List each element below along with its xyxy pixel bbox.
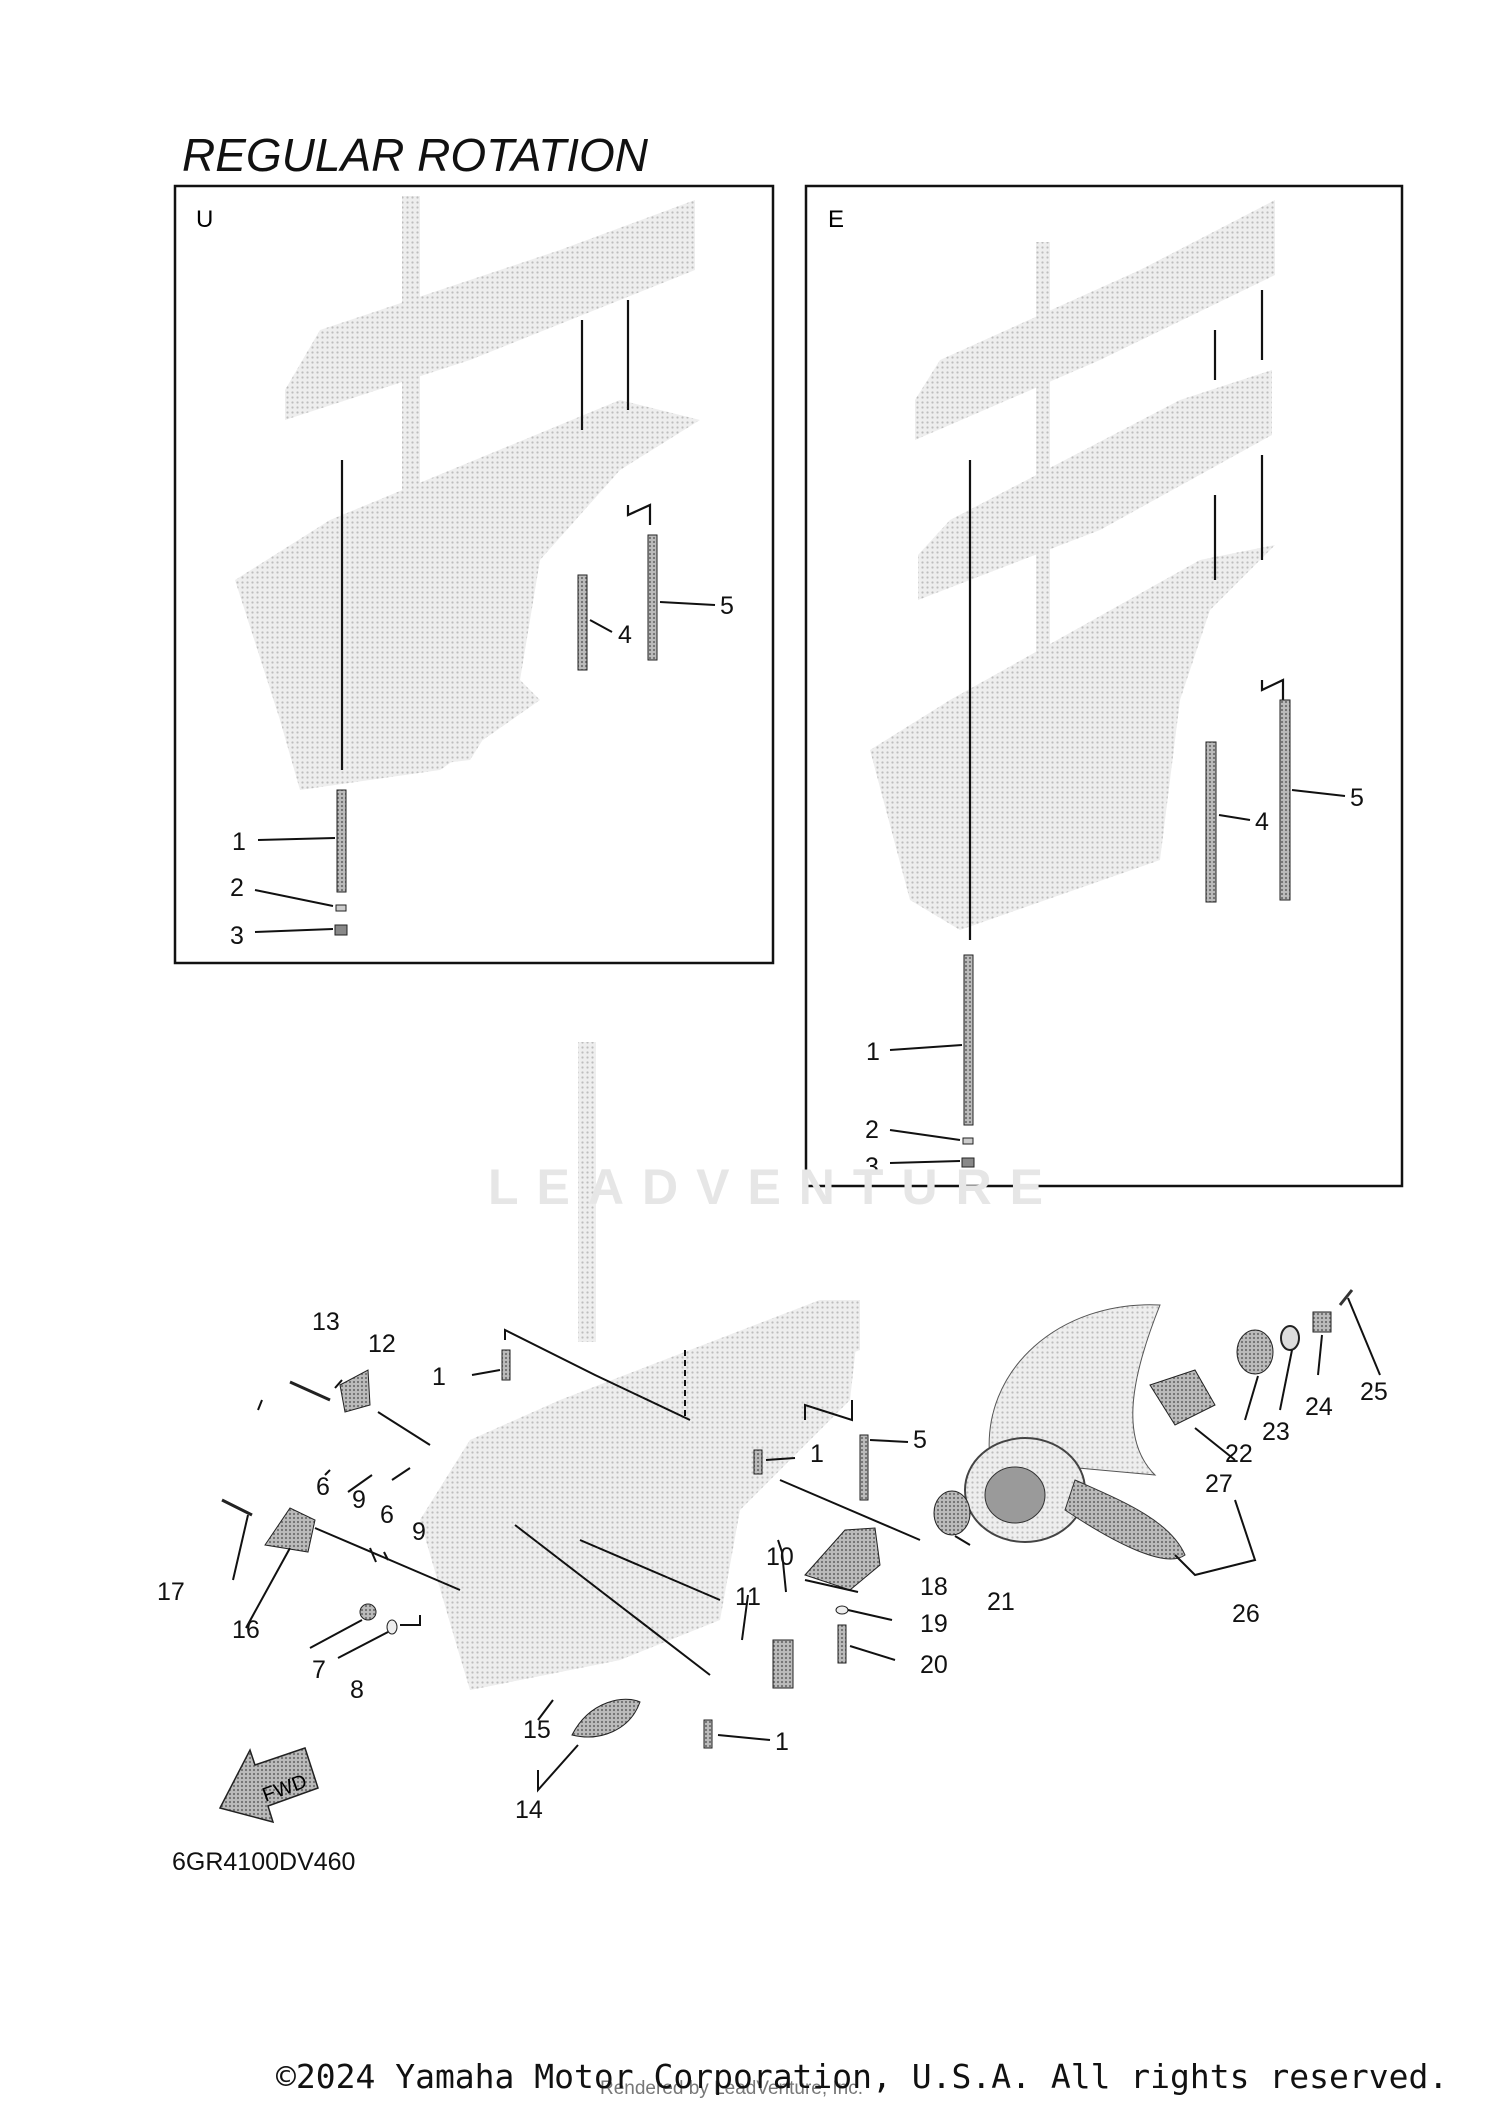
propeller	[933, 1289, 1354, 1560]
main-leader-lines	[232, 1297, 1381, 1793]
callout-main-17: 17	[157, 1578, 185, 1606]
anode-block-18	[804, 1527, 881, 1591]
callout-main-6a: 6	[316, 1473, 330, 1501]
diagram-code: 6GR4100DV460	[172, 1848, 356, 1876]
trim-tab-12	[339, 1369, 371, 1413]
gasket-8	[386, 1619, 398, 1635]
panel-u-frame	[173, 184, 775, 965]
callout-main-1c: 1	[775, 1728, 789, 1756]
washer-e	[962, 1137, 974, 1145]
bolt-1-top	[501, 1349, 511, 1381]
panel-e-label: E	[828, 206, 844, 233]
bolt-17	[221, 1498, 253, 1517]
gear-housing-u	[235, 196, 700, 790]
callout-main-6b: 6	[380, 1501, 394, 1529]
prop-nut	[1312, 1311, 1332, 1333]
callout-main-14: 14	[515, 1796, 543, 1824]
thrust-hub	[933, 1490, 971, 1536]
callout-main-12: 12	[368, 1330, 396, 1358]
panel-e-frame	[804, 184, 1404, 1188]
prop-washer	[1236, 1329, 1274, 1375]
callout-main-1a: 1	[432, 1363, 446, 1391]
rendered-by-note: Rendered by LeadVenture, Inc.	[600, 2078, 864, 2099]
callout-main-7: 7	[312, 1656, 326, 1684]
bolt-1-mid	[753, 1449, 763, 1475]
callout-main-10: 10	[766, 1543, 794, 1571]
panel-u-label: U	[196, 206, 213, 233]
callout-main-22: 22	[1225, 1440, 1253, 1468]
bolt-parts-u	[334, 534, 658, 936]
callout-main-18: 18	[920, 1573, 948, 1601]
anode-14	[571, 1698, 641, 1738]
copyright-notice: ©2024 Yamaha Motor Corporation, U.S.A. A…	[276, 2057, 1449, 2096]
callout-main-5: 5	[913, 1426, 927, 1454]
callouts-e: 1 2 3 4 5	[865, 784, 1364, 1181]
bolt-4-e	[1205, 741, 1217, 903]
callout-main-9a: 9	[352, 1486, 366, 1514]
panel-u: U 1 2 3	[173, 184, 775, 965]
bolt-1-bottom	[703, 1719, 713, 1749]
callout-main-21: 21	[987, 1588, 1015, 1616]
callout-u-1: 1	[232, 828, 246, 856]
callout-u-3: 3	[230, 922, 244, 950]
nut-e	[961, 1157, 975, 1168]
callout-u-5: 5	[720, 592, 734, 620]
bolt-parts-e	[961, 699, 1291, 1168]
guide-lines-e	[968, 290, 1285, 940]
callout-main-13: 13	[312, 1308, 340, 1336]
callout-main-16: 16	[232, 1616, 260, 1644]
callout-main-24: 24	[1305, 1393, 1333, 1421]
callout-e-3: 3	[865, 1153, 879, 1181]
washer-19	[835, 1605, 849, 1615]
bolt-13	[289, 1380, 331, 1402]
callout-e-1: 1	[866, 1038, 880, 1066]
callout-main-25: 25	[1360, 1378, 1388, 1406]
callout-main-20: 20	[920, 1651, 948, 1679]
prop-washer-small	[1280, 1325, 1300, 1351]
fwd-arrow: FWD	[218, 1747, 319, 1824]
callout-main-8: 8	[350, 1676, 364, 1704]
nut-u	[334, 924, 348, 936]
gear-housing-e	[870, 200, 1275, 930]
bolt-4-u	[577, 574, 588, 671]
main-callouts: 13 12 1 1 5 6 9 6 9 17 16 7 8 10 11 18 1…	[157, 1308, 1388, 1824]
anode-10	[772, 1639, 794, 1689]
main-gear-housing	[420, 1042, 860, 1690]
plug-7	[359, 1603, 377, 1621]
callout-e-2: 2	[865, 1116, 879, 1144]
callouts-u: 1 2 3 4 5	[230, 592, 734, 950]
small-parts: FWD	[218, 1349, 881, 1824]
stud-bolt-u	[336, 789, 347, 893]
bolt-20	[837, 1624, 847, 1664]
guide-lines-u	[340, 300, 652, 770]
cotter-pin	[1338, 1289, 1354, 1306]
bolt-5-u	[647, 534, 658, 661]
callout-main-23: 23	[1262, 1418, 1290, 1446]
callout-main-9b: 9	[412, 1518, 426, 1546]
callout-leaders-u	[254, 601, 716, 933]
stud-bolt-e	[963, 954, 974, 1126]
callout-u-4: 4	[618, 621, 632, 649]
callout-main-11: 11	[735, 1583, 761, 1611]
panel-e: E 1	[804, 184, 1404, 1188]
bolt-5-e	[1279, 699, 1291, 901]
anode-16	[264, 1507, 316, 1553]
callout-leaders-e	[889, 789, 1346, 1164]
callout-main-27: 27	[1205, 1470, 1233, 1498]
callout-main-19: 19	[920, 1610, 948, 1638]
bolt-5-main	[859, 1434, 869, 1501]
prop-spacer	[1149, 1369, 1216, 1426]
main-exploded-view: FWD	[157, 1042, 1388, 1824]
callout-main-26: 26	[1232, 1600, 1260, 1628]
callout-e-5: 5	[1350, 784, 1364, 812]
callout-main-1b: 1	[810, 1440, 824, 1468]
callout-main-15: 15	[523, 1716, 551, 1744]
washer-u	[335, 904, 347, 912]
diagram-title: REGULAR ROTATION	[182, 129, 648, 181]
watermark-text: LEADVENTURE	[488, 1159, 1062, 1215]
callout-u-2: 2	[230, 874, 244, 902]
callout-e-4: 4	[1255, 808, 1269, 836]
